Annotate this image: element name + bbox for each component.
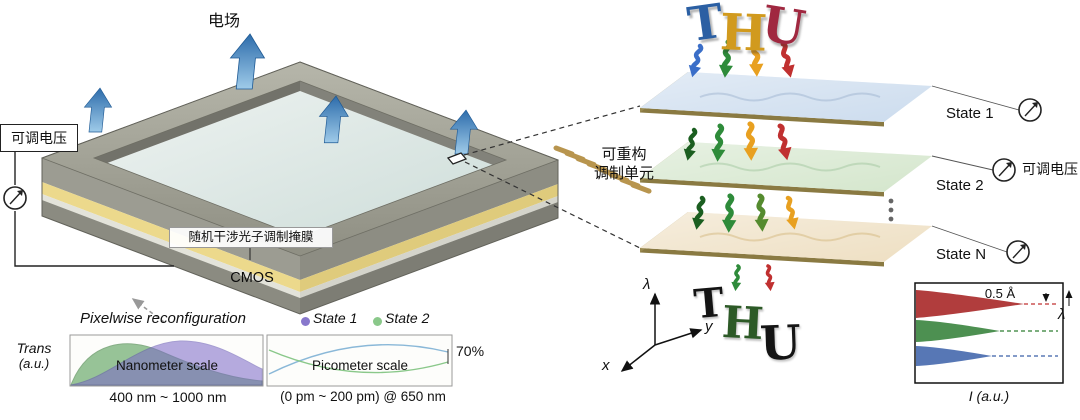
stateN-label: State N — [936, 246, 987, 263]
chip-layer-top-right — [300, 160, 558, 280]
unit-label-line1: 可重构 — [601, 146, 647, 163]
thu-out-letter-h: H — [720, 296, 765, 351]
vmeter-state1-icon — [1018, 98, 1042, 122]
peak-blue — [916, 346, 992, 366]
unit-cell-square — [446, 152, 468, 165]
cmos-label: CMOS — [230, 270, 274, 286]
state-sheet-1 — [640, 72, 932, 127]
chip-inner-wall-left — [94, 81, 300, 168]
voltage-source-icon — [3, 186, 27, 210]
mask-layer-right — [300, 184, 558, 292]
chip-layer-top-left — [42, 158, 300, 280]
shift-label: 0.5 Å — [984, 286, 1016, 301]
legend-dot-state2 — [373, 317, 382, 326]
chip-layer-mid-right — [300, 196, 558, 298]
ylabel-trans: Trans — [16, 340, 52, 356]
picometer-range: (0 pm ~ 200 pm) @ 650 nm — [280, 389, 446, 404]
wavy-arrow-icon — [728, 263, 745, 294]
voltage-label-right: 可调电压 — [1022, 161, 1078, 177]
ellipsis-dots — [888, 198, 894, 222]
ylabel-au: (a.u.) — [18, 356, 50, 371]
cmos-layer-right — [300, 202, 558, 314]
chip-3d — [40, 33, 652, 315]
legend-dot-state1 — [301, 317, 310, 326]
spectrum-xlabel: I (a.u.) — [968, 388, 1010, 404]
vmeter-stateN-icon — [1006, 240, 1030, 264]
voltage-label-left: 可调电压 — [0, 124, 78, 152]
legend-label-state1: State 1 — [313, 310, 358, 326]
nanometer-plot — [69, 334, 264, 387]
thu-out-letter-u: U — [759, 315, 802, 372]
unit-cell-callout — [446, 105, 641, 249]
picometer-label: Picometer scale — [311, 358, 409, 373]
state1-label: State 1 — [946, 105, 994, 122]
cmos-layer-left — [42, 200, 300, 314]
chip-pins — [553, 145, 652, 194]
axis-y-label: y — [705, 318, 713, 335]
state2-label: State 2 — [936, 177, 984, 194]
thu-top-letter-u: U — [757, 0, 810, 58]
mask-label: 随机干涉光子调制掩膜 — [169, 227, 333, 248]
state-sheet-N — [640, 212, 932, 267]
spectrum-plot — [914, 282, 1073, 384]
vmeter-state2-icon — [992, 158, 1016, 182]
nanometer-label: Nanometer scale — [115, 358, 219, 373]
axis-lambda-label: λ — [643, 276, 651, 293]
chip-inner-wall-right — [300, 81, 506, 170]
peak-green — [916, 320, 1000, 342]
coordinate-axes — [620, 292, 703, 372]
pico-curve-2 — [268, 349, 449, 374]
pixelwise-title: Pixelwise reconfiguration — [80, 310, 246, 327]
state-sheets — [640, 72, 932, 267]
spectrum-lambda-label: λ — [1058, 306, 1066, 323]
modulation-label: 70% — [456, 343, 485, 359]
picometer-plot — [266, 334, 453, 387]
state-sheet-2 — [640, 142, 932, 197]
efield-label: 电场 — [207, 13, 240, 30]
peak-red — [916, 290, 1024, 318]
state2-spectrum — [70, 340, 263, 386]
pico-curve-1 — [268, 344, 449, 375]
unit-label-line2: 调制单元 — [593, 165, 654, 182]
nanometer-range: 400 nm ~ 1000 nm — [109, 389, 227, 405]
efield-arrow — [81, 87, 114, 133]
wavy-arrow-icon — [761, 263, 778, 294]
axis-x-label: x — [602, 357, 610, 374]
legend-label-state2: State 2 — [385, 310, 430, 326]
state-wires — [931, 85, 1020, 253]
voltage-circuit-left — [3, 152, 174, 267]
chip-outline — [41, 61, 559, 315]
